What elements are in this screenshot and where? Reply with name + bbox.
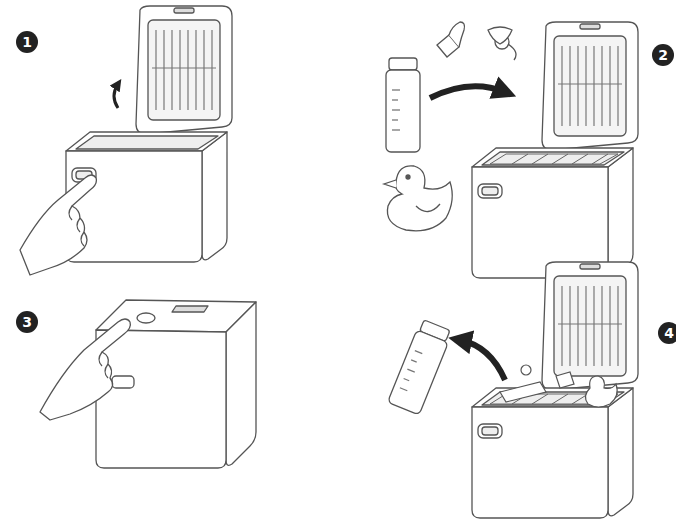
hand	[20, 175, 96, 275]
baby-bottle	[392, 89, 400, 90]
open-arrow	[114, 84, 118, 108]
baby-bottle	[392, 99, 398, 100]
baby-bottle	[388, 319, 453, 415]
items-in-basket	[521, 365, 531, 375]
pacifier	[488, 27, 512, 44]
baby-bottle	[415, 351, 422, 354]
rubber-duck	[387, 166, 452, 231]
hand	[69, 206, 84, 246]
pacifier	[488, 27, 516, 60]
baby-bottle	[388, 330, 449, 415]
teat	[437, 22, 465, 57]
rubber-duck	[384, 180, 396, 188]
sterilizer-closed	[112, 376, 134, 388]
callout-disc	[658, 322, 676, 344]
sterilizer-open	[472, 262, 638, 518]
items-in-basket	[585, 376, 617, 407]
baby-bottle	[392, 90, 400, 130]
sterilizer-open	[66, 6, 232, 262]
callout-number: 1	[16, 31, 38, 53]
hand	[40, 319, 130, 420]
baby-bottle	[404, 378, 410, 380]
baby-bottle	[392, 119, 398, 120]
items-in-basket	[500, 382, 546, 402]
sterilizer-open	[472, 22, 638, 278]
rubber-duck	[416, 204, 440, 212]
baby-bottle	[400, 351, 422, 391]
sterilizer-open	[472, 262, 638, 518]
callout-number: 3	[16, 311, 38, 333]
sterilizer-closed	[172, 306, 208, 312]
pacifier	[508, 44, 516, 60]
baby-bottle	[386, 58, 420, 152]
baby-bottle	[386, 70, 420, 152]
items-in-basket	[500, 365, 617, 407]
items-in-basket	[556, 372, 574, 388]
callout-disc	[16, 311, 38, 333]
rubber-duck	[384, 166, 452, 231]
hand	[99, 352, 108, 378]
callout-disc	[16, 31, 676, 344]
sterilizer-closed	[226, 302, 256, 465]
callout-number: 2	[652, 44, 674, 66]
sterilizer-closed	[96, 330, 226, 468]
callout-disc	[652, 44, 674, 66]
baby-bottle	[400, 388, 407, 391]
baby-bottle	[407, 369, 414, 372]
baby-bottle	[392, 129, 400, 130]
teat	[449, 22, 465, 47]
callout-number: 4	[658, 322, 676, 344]
baby-bottle	[389, 58, 417, 70]
baby-bottle	[411, 360, 417, 362]
sterilizer-open	[66, 6, 232, 262]
sterilizer-open	[472, 22, 638, 278]
remove-arrow	[460, 340, 505, 380]
rubber-duck	[406, 175, 410, 179]
callout-disc	[16, 31, 38, 53]
sterilizer-closed	[137, 313, 155, 323]
hand	[20, 175, 96, 275]
baby-bottle	[392, 109, 400, 110]
sterilizer-open	[490, 154, 618, 164]
insert-arrow	[430, 86, 505, 98]
hand	[40, 319, 130, 420]
